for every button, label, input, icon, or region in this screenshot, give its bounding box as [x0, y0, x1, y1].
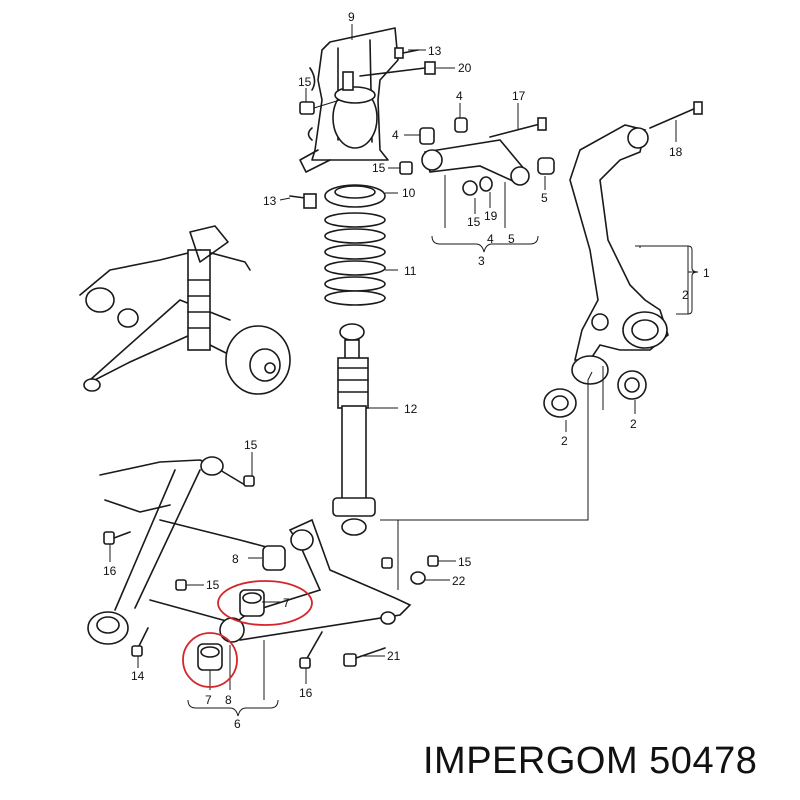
highlight-circle-lower — [182, 632, 238, 688]
bolt-18 — [649, 101, 703, 129]
bushing-7-upper — [239, 589, 265, 617]
bolt-16-lower — [299, 631, 323, 669]
bolt-13-left — [289, 193, 317, 209]
callout-7-circled: 7 — [283, 596, 290, 610]
callout-4-top: 4 — [456, 89, 463, 103]
callout-15-subframe: 15 — [244, 438, 258, 452]
bushing-5 — [537, 157, 555, 175]
callout-14: 14 — [131, 669, 145, 683]
washer-22 — [410, 571, 426, 585]
callout-15-link: 15 — [467, 215, 481, 229]
shock-absorber — [332, 323, 398, 536]
strut-top-mount — [299, 27, 399, 173]
callout-5-bracket: 5 — [508, 232, 515, 246]
bushing-2-left — [543, 388, 577, 418]
callout-4-left: 4 — [392, 128, 399, 142]
callout-4-bracket: 4 — [487, 232, 494, 246]
callout-2-right: 2 — [630, 417, 637, 431]
bushing-8 — [262, 545, 286, 571]
callout-8-mid: 8 — [232, 552, 239, 566]
assembled-suspension-view — [79, 225, 291, 395]
callout-1: 1 — [703, 266, 710, 280]
bushing-2-right — [617, 370, 647, 400]
lower-control-arm — [219, 518, 412, 643]
callout-18: 18 — [669, 145, 683, 159]
bolt-21 — [343, 647, 386, 667]
wheel-carrier — [569, 124, 669, 385]
spring-seat — [324, 184, 398, 208]
callout-9: 9 — [348, 10, 355, 24]
callout-2-left: 2 — [561, 434, 568, 448]
callout-3: 3 — [478, 254, 485, 268]
leader-lines — [109, 24, 699, 717]
bushing-7-lower — [197, 643, 223, 671]
callout-16-left: 16 — [103, 564, 117, 578]
nut-15-right — [427, 555, 439, 567]
callout-13-top: 13 — [428, 44, 442, 58]
callout-7-bottom: 7 — [205, 693, 212, 707]
nut-15-top — [299, 99, 341, 115]
upper-control-link — [399, 117, 530, 196]
callout-20: 20 — [458, 61, 472, 75]
nut-15-lower-left — [175, 579, 187, 591]
callout-16-lower: 16 — [299, 686, 313, 700]
lower-subframe — [87, 456, 271, 645]
callout-21: 21 — [387, 649, 401, 663]
bolt-17 — [489, 117, 547, 138]
callout-15-lower-left: 15 — [206, 578, 220, 592]
bolt-16-left — [103, 531, 131, 545]
callout-8-bottom: 8 — [225, 693, 232, 707]
highlight-circle-upper — [217, 580, 313, 626]
callout-12: 12 — [404, 402, 418, 416]
part-number-caption: IMPERGOM 50478 — [423, 740, 758, 782]
callout-10: 10 — [402, 186, 416, 200]
callout-6: 6 — [234, 717, 241, 731]
bolt-14 — [131, 627, 149, 657]
callout-15-mid: 15 — [372, 161, 386, 175]
nut-15-upper-left — [243, 475, 255, 487]
bolt-20 — [359, 61, 436, 77]
callout-11: 11 — [404, 264, 417, 278]
coil-spring — [324, 212, 398, 306]
callout-19: 19 — [484, 209, 498, 223]
callout-15-top: 15 — [298, 75, 312, 89]
callout-22: 22 — [452, 574, 466, 588]
nut-15-mid — [381, 557, 393, 569]
callout-17: 17 — [512, 89, 526, 103]
callout-labels: 9 13 20 15 4 17 4 18 15 10 13 15 19 5 4 … — [103, 10, 710, 731]
callout-2-carrier: 2 — [682, 288, 689, 302]
callout-13-left: 13 — [263, 194, 277, 208]
callout-15-right: 15 — [458, 555, 472, 569]
callout-5-top: 5 — [541, 191, 548, 205]
